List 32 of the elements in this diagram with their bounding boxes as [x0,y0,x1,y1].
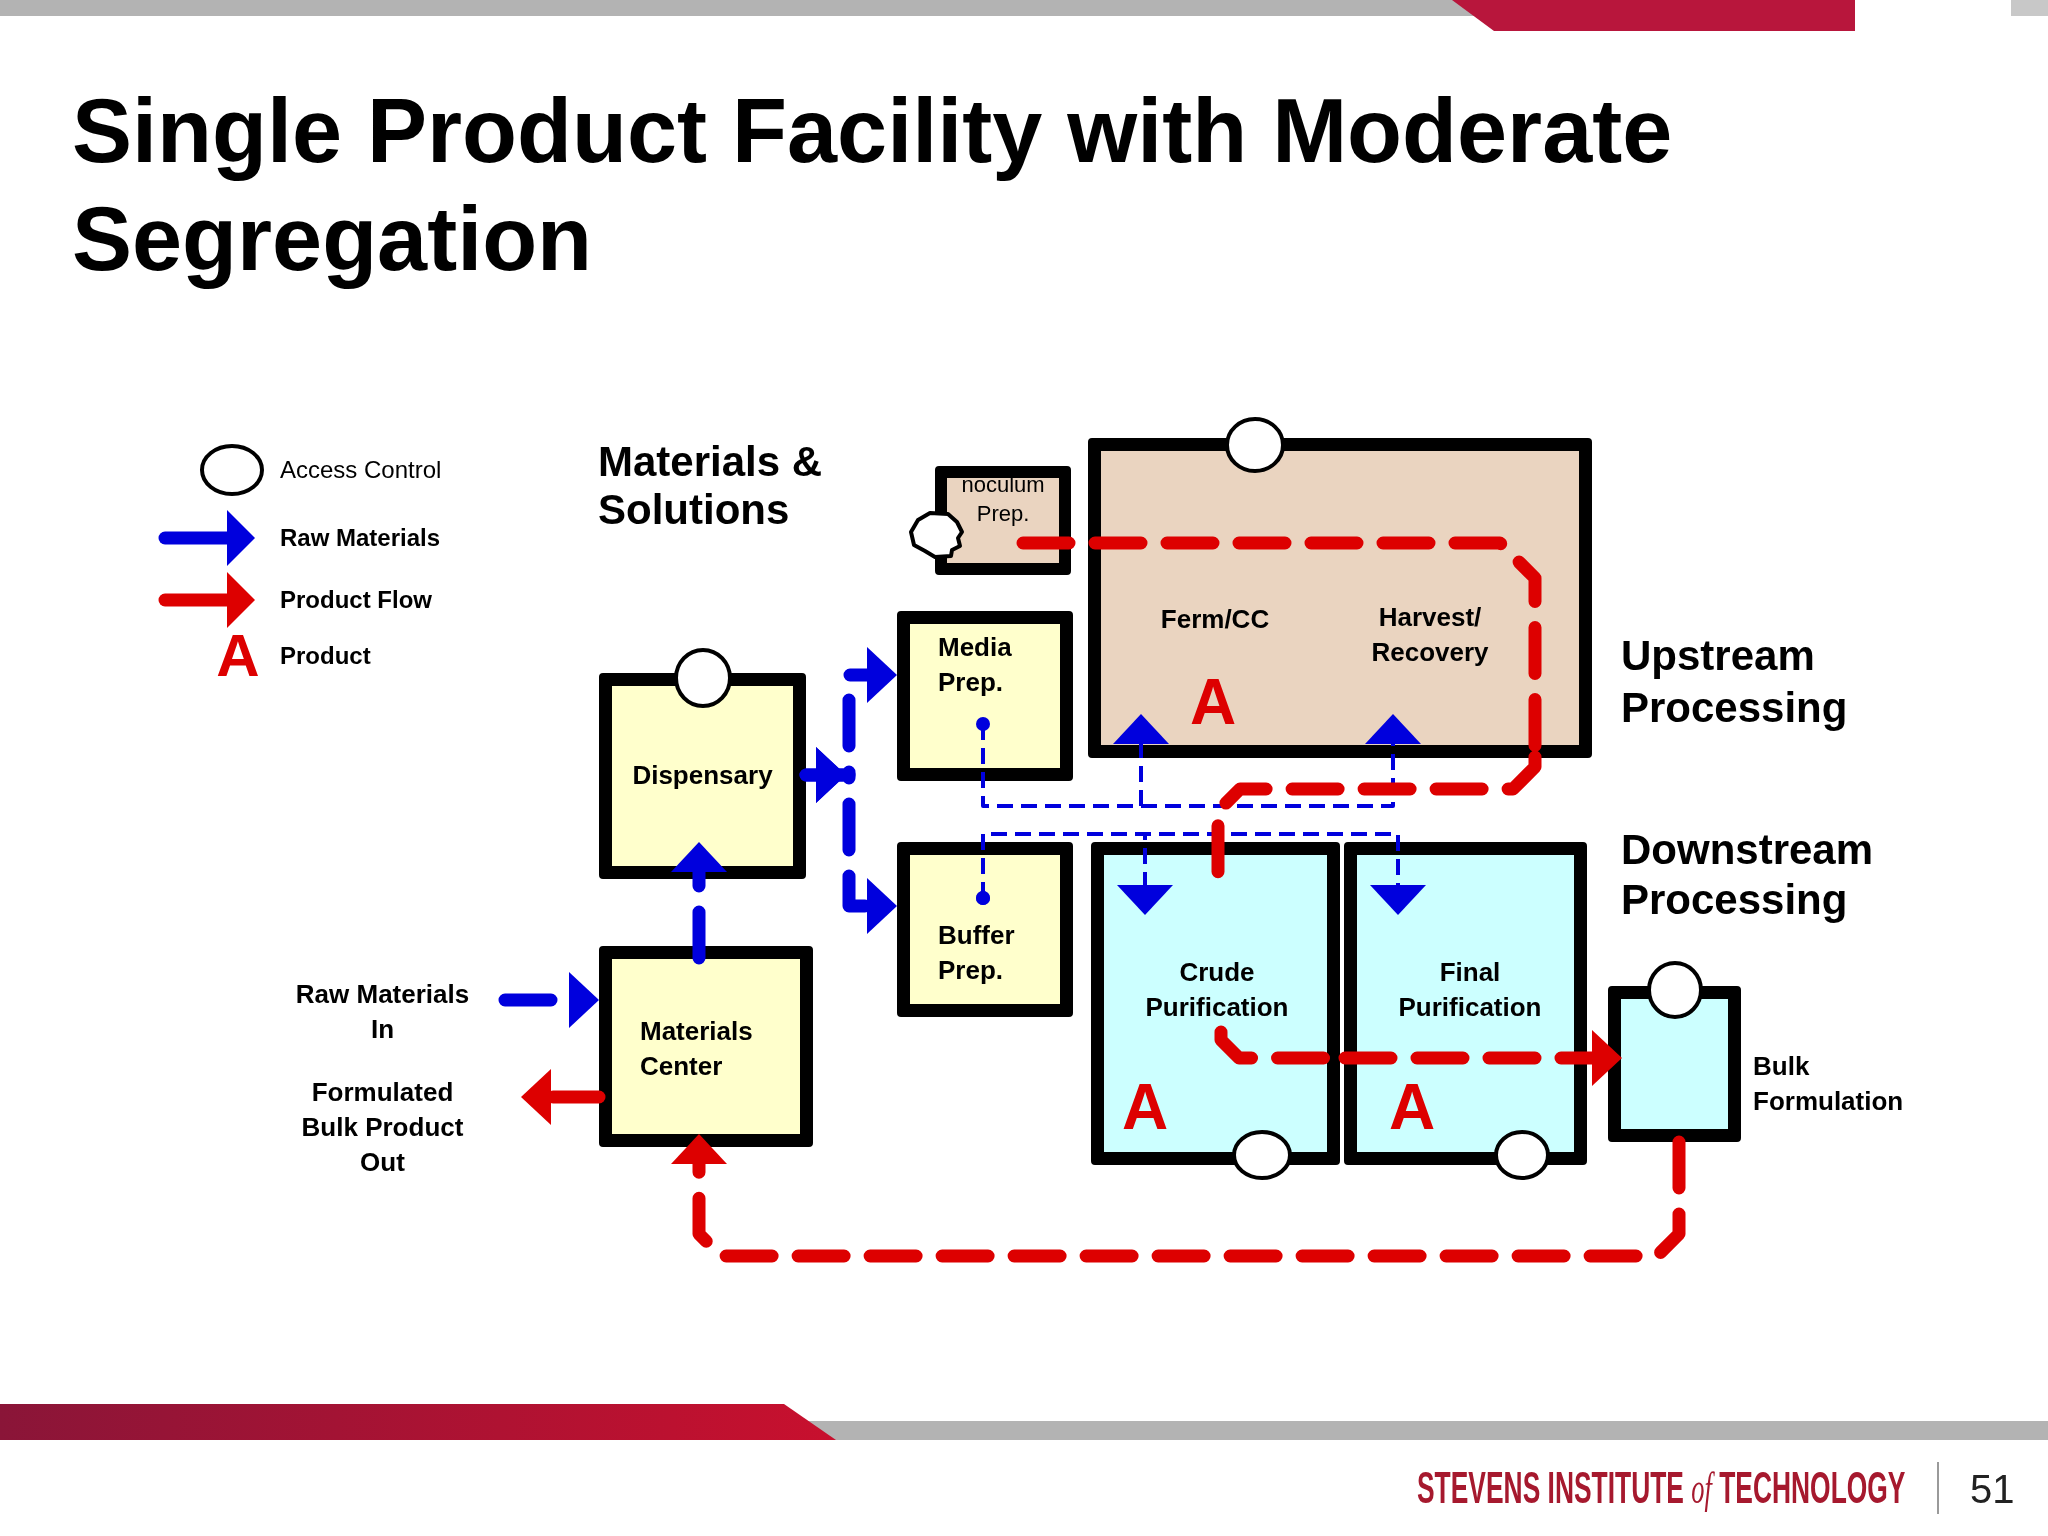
legend-label: Product [280,641,371,671]
process-box [1088,438,1592,758]
slide-title: Single Product Facility with Moderate Segregation [72,80,1674,291]
box-label: noculum Prep. [960,471,1046,528]
box-label: Final Purification [1397,956,1543,1024]
process-box [897,842,1073,1017]
box-label: Materials Center [640,1015,754,1083]
process-box [599,946,813,1147]
section-heading: Upstream Processing [1621,631,1849,733]
legend-label: Product Flow [280,585,432,615]
process-box [897,611,1073,781]
page-number: 51 [1970,1466,2015,1512]
section-heading: Downstream Processing [1621,825,1875,925]
product-letter: A [1188,668,1238,736]
flow-label: Formulated Bulk Product Out [285,1075,480,1180]
box-label: Dispensary [631,759,774,792]
section-heading: Materials & Solutions [598,438,824,534]
box-label: Buffer Prep. [938,919,1016,987]
product-letter: A [1387,1073,1437,1141]
legend-label: Raw Materials [280,523,441,553]
box-label: Media Prep. [938,631,1013,699]
product-letter: A [1120,1073,1170,1141]
box-label: Harvest/ Recovery [1370,601,1490,669]
process-box [1344,842,1587,1165]
box-label: Crude Purification [1144,956,1290,1024]
box-label: Ferm/CC [1159,603,1271,636]
process-box [599,673,806,879]
legend-label: Access Control [280,455,442,485]
product-letter: A [215,622,261,690]
box-label: Bulk Formulation [1753,1050,1905,1118]
process-box [1091,842,1340,1165]
flow-label: Raw Materials In [285,977,480,1047]
